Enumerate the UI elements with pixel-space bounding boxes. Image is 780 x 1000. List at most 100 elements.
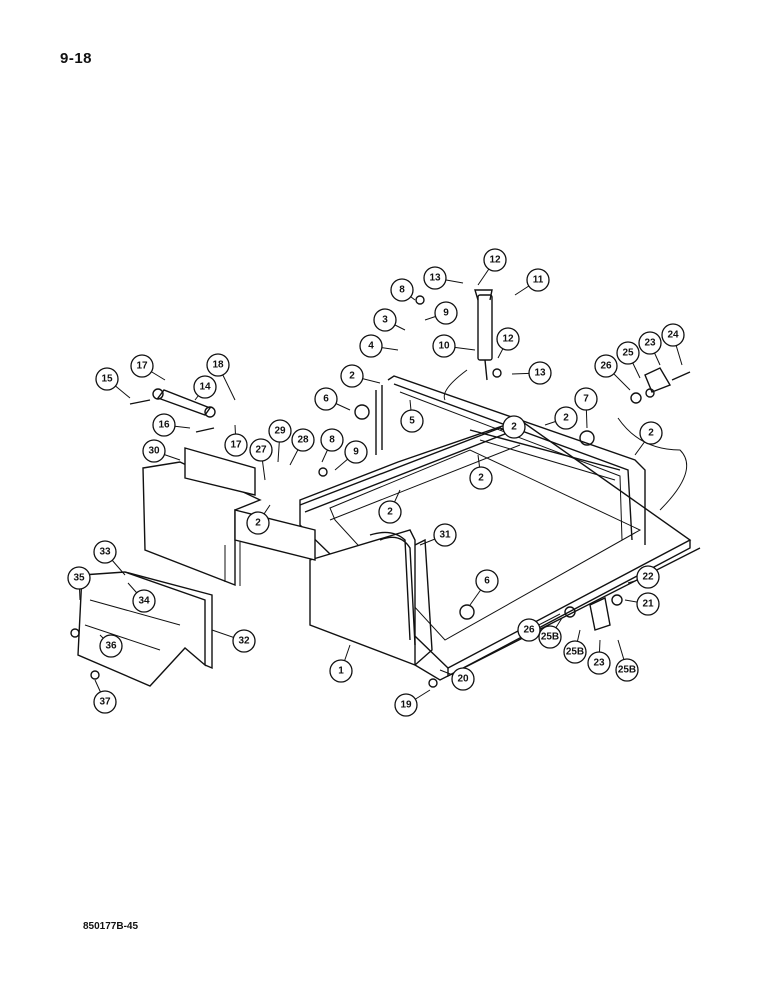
callout-number: 30	[148, 446, 160, 457]
callout-number: 16	[158, 420, 170, 431]
callout-13: 13	[511, 361, 552, 385]
callout-number: 24	[667, 330, 679, 341]
callout-27: 27	[249, 438, 273, 481]
callout-25B: 25B	[615, 639, 639, 682]
callout-14: 14	[193, 375, 217, 401]
callout-number: 10	[438, 341, 450, 352]
callout-number: 2	[511, 422, 517, 433]
callout-23: 23	[638, 331, 662, 366]
callout-circle	[67, 566, 91, 590]
callout-number: 17	[136, 361, 148, 372]
callout-circle	[130, 354, 154, 378]
main-frame	[142, 375, 701, 681]
callout-8: 8	[390, 278, 416, 302]
callout-number: 37	[99, 697, 111, 708]
callout-circle	[232, 629, 256, 653]
callout-number: 6	[323, 394, 329, 405]
callout-circle	[93, 540, 117, 564]
callout-circle	[423, 266, 447, 290]
callout-16: 16	[152, 413, 191, 437]
callout-number: 34	[138, 596, 150, 607]
callout-number: 22	[642, 572, 654, 583]
callout-circle	[526, 268, 550, 292]
callout-circle	[344, 440, 368, 464]
callout-33: 33	[93, 540, 126, 576]
callout-number: 29	[274, 426, 286, 437]
callout-number: 23	[593, 658, 605, 669]
callout-circle	[329, 659, 353, 683]
callout-number: 11	[533, 275, 544, 286]
callout-circle	[378, 500, 402, 524]
callout-number: 8	[399, 285, 405, 296]
callout-22: 22	[627, 565, 660, 589]
callout-circle	[246, 511, 270, 535]
callout-11: 11	[514, 268, 550, 296]
callout-number: 36	[105, 641, 117, 652]
callout-number: 3	[382, 315, 388, 326]
callout-circle	[475, 569, 499, 593]
callout-2: 2	[469, 454, 493, 490]
callout-2: 2	[340, 364, 381, 388]
callout-number: 2	[255, 518, 261, 529]
callout-number: 26	[600, 361, 612, 372]
callout-circle	[638, 331, 662, 355]
callout-circle	[502, 415, 526, 439]
callout-number: 20	[457, 674, 469, 685]
callout-number: 25	[622, 348, 634, 359]
callout-number: 13	[429, 273, 441, 284]
callout-circle	[142, 439, 166, 463]
callout-circle	[93, 690, 117, 714]
callout-2: 2	[634, 421, 663, 456]
callout-number: 27	[255, 445, 267, 456]
page-number: 9-18	[60, 50, 93, 67]
gas-strut	[443, 289, 502, 401]
callout-25: 25	[616, 341, 641, 379]
callout-number: 25B	[566, 647, 584, 658]
callout-circle	[193, 375, 217, 399]
callout-circle	[394, 693, 418, 717]
callout-19: 19	[394, 689, 431, 717]
callout-number: 21	[642, 599, 654, 610]
callout-number: 2	[478, 473, 484, 484]
callout-number: 23	[644, 338, 656, 349]
callout-circle	[639, 421, 663, 445]
callout-circle	[132, 589, 156, 613]
hinge-bracket	[589, 367, 691, 631]
callout-6: 6	[314, 387, 351, 411]
callout-circle	[496, 327, 520, 351]
callout-2: 2	[378, 489, 402, 524]
callout-circle	[340, 364, 364, 388]
callout-number: 2	[349, 371, 355, 382]
callout-circle	[373, 308, 397, 332]
callout-number: 9	[353, 447, 359, 458]
callout-circle	[469, 466, 493, 490]
callout-number: 6	[484, 576, 490, 587]
callout-circle	[359, 334, 383, 358]
callout-number: 12	[502, 334, 514, 345]
bottom-guard	[77, 571, 213, 687]
callout-number: 8	[329, 435, 335, 446]
callout-circle	[517, 618, 541, 642]
callout-number: 17	[230, 440, 242, 451]
callout-circle	[432, 334, 456, 358]
callout-circle	[563, 640, 587, 664]
callout-number: 9	[443, 308, 449, 319]
callout-number: 2	[563, 413, 569, 424]
callout-5: 5	[400, 399, 424, 433]
callout-circle	[320, 428, 344, 452]
callout-circle	[224, 433, 248, 457]
callout-26: 26	[517, 613, 561, 642]
callout-2: 2	[544, 406, 578, 430]
callout-circle	[390, 278, 414, 302]
callout-15: 15	[95, 367, 131, 399]
callout-circle	[661, 323, 685, 347]
callout-9: 9	[334, 440, 368, 471]
callout-number: 13	[534, 368, 546, 379]
callout-circle	[538, 625, 562, 649]
callout-9: 9	[424, 301, 458, 325]
callout-31: 31	[419, 523, 457, 547]
callout-25B: 25B	[563, 629, 587, 664]
callout-circle	[99, 634, 123, 658]
callout-circle	[434, 301, 458, 325]
